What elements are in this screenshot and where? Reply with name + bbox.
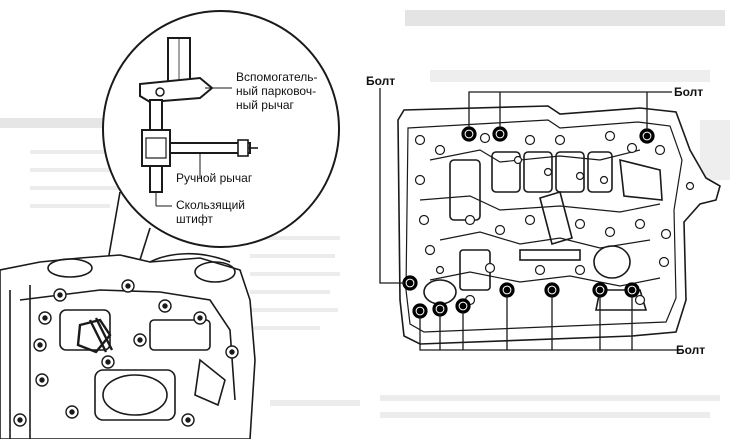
background-bleed bbox=[0, 10, 730, 418]
bolt-label-top-left: Болт bbox=[366, 74, 396, 88]
manual-lever-label: Ручной рычаг bbox=[176, 171, 253, 185]
bolt-label-bottom-right: Болт bbox=[676, 343, 706, 357]
valve-body-right bbox=[397, 105, 721, 345]
valve-body-small-bolts bbox=[414, 130, 695, 306]
sliding-pin-label: Скользящий штифт bbox=[176, 198, 245, 226]
bolt-leader-lines bbox=[379, 88, 680, 351]
left-body-bolts bbox=[13, 279, 239, 427]
aux-parking-lever-label: Вспомогатель- ный парковоч- ный рычаг bbox=[236, 70, 318, 112]
highlighted-bolts bbox=[402, 126, 655, 319]
bolt-label-top-right: Болт bbox=[674, 85, 704, 99]
inset-magnifier bbox=[97, 10, 340, 331]
transmission-body-left bbox=[0, 252, 256, 439]
